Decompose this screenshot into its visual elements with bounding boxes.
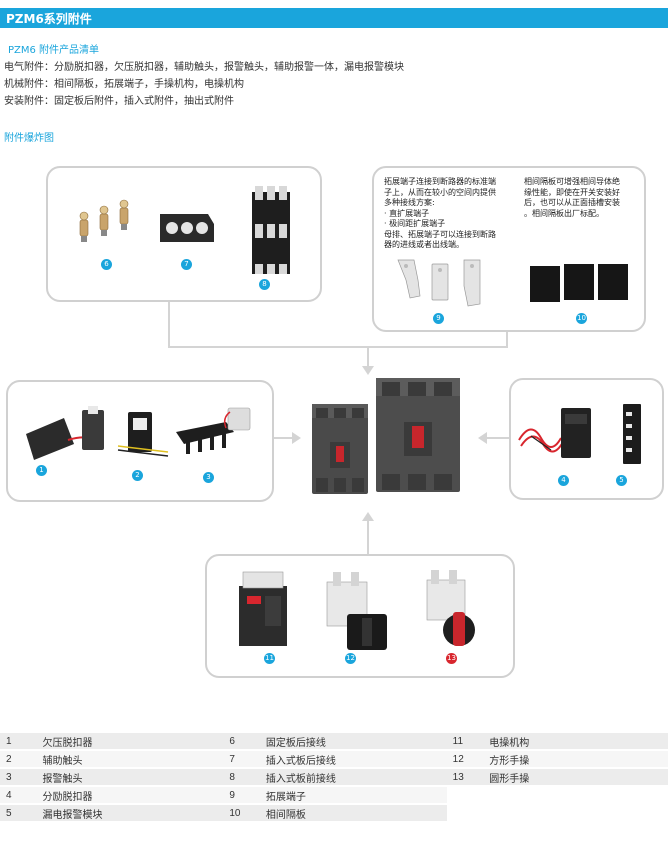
operating-mechanism-panel: 11 12 13	[205, 554, 515, 678]
mounting-accessories: 安装附件：固定板后附件，插入式附件，抽出式附件	[4, 96, 234, 107]
connector-line	[168, 298, 170, 346]
internal-accessories-panel: 1 2 3	[6, 380, 274, 502]
badge-3: 3	[203, 472, 214, 483]
list-heading: PZM6 附件产品清单	[8, 45, 100, 56]
badge-13: 13	[446, 653, 457, 664]
badge-9: 9	[433, 313, 444, 324]
breaker-illustration	[312, 378, 460, 494]
badge-2: 2	[132, 470, 143, 481]
phase-barrier-desc: 相间隔板可增强相间导体绝 缘性能，即使在开关安装好 后，也可以从正面插槽安装 。…	[524, 177, 620, 218]
arrow-down-icon	[362, 366, 374, 375]
electrical-accessories: 电气附件：分励脱扣器，欠压脱扣器，辅助触头，报警触头，辅助报警一体，漏电报警模块	[4, 62, 404, 73]
connector-line	[168, 346, 368, 348]
connector-line	[270, 437, 294, 439]
arrow-up-icon	[362, 512, 374, 521]
arrow-right-icon	[292, 432, 301, 444]
terminal-accessories-illustration	[79, 186, 290, 274]
connector-line	[367, 346, 369, 366]
external-accessories-panel: 4 5	[509, 378, 664, 500]
badge-1: 1	[36, 465, 47, 476]
badge-6: 6	[101, 259, 112, 270]
badge-5: 5	[616, 475, 627, 486]
operating-mechanism-illustration	[239, 570, 475, 650]
extension-terminal-desc: 拓展端子连接到断路器的标准端 子上，从而在较小的空间内提供 多种接线方案: · …	[384, 177, 496, 249]
badge-8: 8	[259, 279, 270, 290]
diagram-heading: 附件爆炸图	[4, 133, 54, 144]
badge-4: 4	[558, 475, 569, 486]
terminal-accessories-panel: 6 7 8	[46, 166, 322, 302]
mechanical-accessories-panel: 拓展端子连接到断路器的标准端 子上，从而在较小的空间内提供 多种接线方案: · …	[372, 166, 646, 332]
arrow-left-icon	[478, 432, 487, 444]
mechanical-accessories-illustration	[397, 259, 628, 307]
connector-line	[367, 520, 369, 554]
badge-7: 7	[181, 259, 192, 270]
internal-accessories-illustration	[26, 406, 251, 460]
connector-line	[368, 346, 508, 348]
external-accessories-illustration	[518, 404, 641, 464]
mechanical-accessories: 机械附件：相间隔板，拓展端子，手操机构，电操机构	[4, 79, 244, 90]
connector-line	[506, 328, 508, 346]
section-header: PZM6系列附件	[0, 8, 668, 28]
badge-11: 11	[264, 653, 275, 664]
section-title: PZM6系列附件	[6, 12, 92, 26]
connector-line	[486, 437, 510, 439]
badge-10: 10	[576, 313, 587, 324]
badge-12: 12	[345, 653, 356, 664]
